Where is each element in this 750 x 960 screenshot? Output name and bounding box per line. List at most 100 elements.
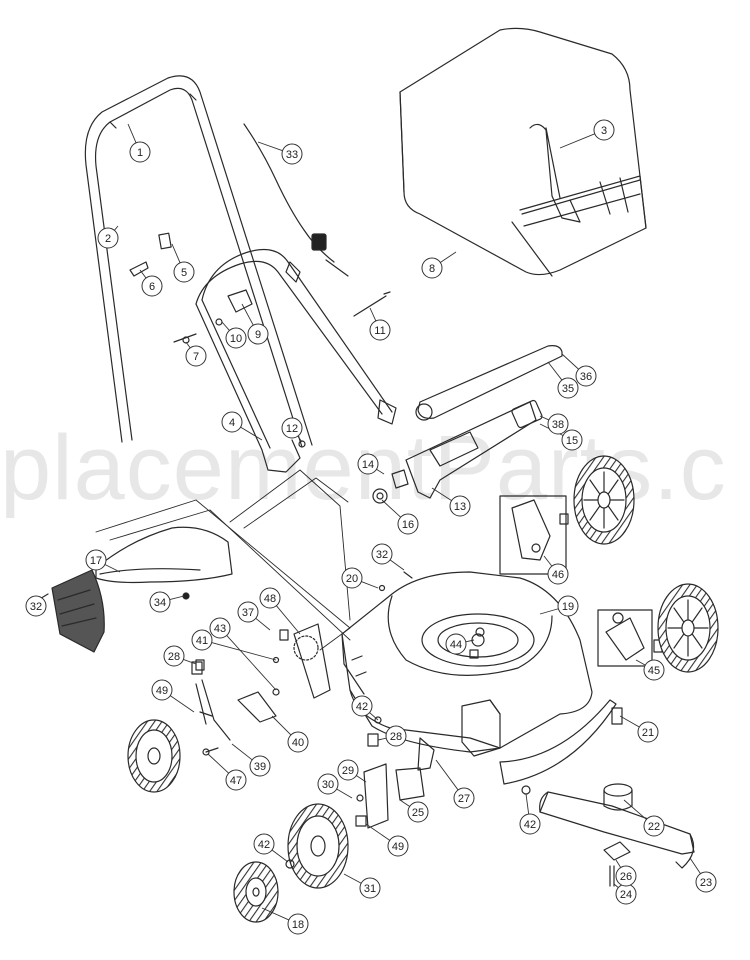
callout-35: 35 — [547, 361, 579, 399]
callout-2: 2 — [97, 225, 119, 249]
callout-7: 7 — [185, 341, 207, 367]
callout-leader — [221, 321, 230, 331]
callout-number: 47 — [230, 775, 242, 787]
callout-number: 5 — [181, 267, 187, 279]
callout-number: 23 — [700, 877, 712, 889]
callout-leader — [276, 605, 301, 635]
wheel-rear-right — [573, 455, 635, 545]
callout-34: 34 — [149, 591, 185, 613]
callout-32a: 32 — [25, 595, 47, 617]
callout-48: 48 — [259, 587, 301, 635]
callout-leader — [271, 849, 289, 863]
callout-43: 43 — [209, 617, 277, 691]
callout-leader — [543, 555, 553, 567]
callout-circle — [337, 759, 359, 781]
callout-13: 13 — [431, 487, 471, 517]
grass-catcher-bag — [399, 27, 647, 277]
rear-left-axle-bracket — [355, 733, 435, 829]
callout-number: 44 — [450, 639, 462, 651]
callout-number: 25 — [412, 807, 424, 819]
callout-24: 24 — [613, 883, 637, 905]
callout-30: 30 — [317, 773, 353, 799]
callout-number: 12 — [286, 423, 298, 435]
callout-circle — [173, 261, 195, 283]
callout-leader — [615, 859, 622, 868]
callout-circle — [615, 865, 637, 887]
callout-number: 7 — [193, 351, 199, 363]
callout-leader — [613, 883, 619, 888]
callout-3: 3 — [559, 119, 615, 149]
callout-number: 1 — [137, 147, 143, 159]
callout-leader — [369, 712, 379, 721]
callout-circle — [237, 601, 259, 623]
callout-8: 8 — [421, 251, 457, 279]
callout-circle — [341, 567, 363, 589]
callout-number: 45 — [648, 665, 660, 677]
callout-leader — [255, 617, 271, 631]
callout-circle — [387, 835, 409, 857]
callout-number: 29 — [342, 765, 354, 777]
callout-leader — [211, 642, 277, 661]
mower-blade — [539, 783, 695, 887]
callout-leader — [169, 695, 195, 713]
callout-leader — [465, 639, 475, 643]
front-height-adjuster — [597, 609, 663, 667]
callout-circle — [225, 327, 247, 349]
callout-19: 19 — [539, 595, 579, 617]
callout-29: 29 — [337, 759, 367, 783]
callout-circle — [225, 769, 247, 791]
callout-circle — [547, 413, 569, 435]
callout-number: 37 — [242, 607, 254, 619]
callout-47: 47 — [207, 753, 247, 791]
callout-circle — [385, 725, 407, 747]
callout-number: 18 — [292, 919, 304, 931]
callout-circle — [453, 787, 475, 809]
callout-leader — [183, 658, 197, 665]
callout-49b: 49 — [365, 823, 409, 857]
callout-circle — [445, 633, 467, 655]
callout-layer: 1234567891011121314151617181920212223242… — [25, 119, 717, 935]
callout-leader — [431, 487, 452, 501]
callout-number: 41 — [196, 635, 208, 647]
callout-number: 22 — [648, 821, 660, 833]
callout-number: 17 — [90, 555, 102, 567]
callout-number: 10 — [230, 333, 242, 345]
callout-circle — [185, 345, 207, 367]
callout-number: 42 — [524, 819, 536, 831]
callout-number: 20 — [346, 573, 358, 585]
hardware — [182, 440, 485, 869]
callout-leader — [185, 341, 191, 349]
callout-leader — [539, 608, 559, 615]
callout-circle — [259, 587, 281, 609]
callout-number: 46 — [552, 569, 564, 581]
callout-12: 12 — [281, 417, 303, 443]
callout-circle — [643, 659, 665, 681]
callout-17: 17 — [85, 549, 121, 573]
callout-leader — [689, 857, 701, 874]
callout-circle — [129, 141, 151, 163]
callout-circle — [85, 549, 107, 571]
callout-36: 36 — [561, 353, 597, 387]
callout-circle — [25, 595, 47, 617]
callout-46: 46 — [543, 555, 569, 585]
rear-shield-bar — [372, 345, 563, 504]
callout-number: 35 — [562, 383, 574, 395]
callout-number: 49 — [156, 685, 168, 697]
callout-circle — [287, 731, 309, 753]
callout-45: 45 — [635, 659, 665, 681]
callout-circle — [407, 801, 429, 823]
callout-leader — [623, 799, 647, 820]
callout-circle — [191, 629, 213, 651]
callout-leader — [114, 225, 119, 231]
callout-circle — [695, 871, 717, 893]
callout-leader — [207, 753, 229, 774]
callout-leader — [226, 635, 277, 691]
callout-31: 31 — [343, 873, 381, 899]
callout-leader — [257, 141, 283, 152]
callout-leader — [104, 564, 121, 573]
callout-leader — [336, 788, 353, 799]
callout-circle — [593, 119, 615, 141]
callout-42a: 42 — [351, 695, 379, 721]
callout-number: 39 — [254, 761, 266, 773]
callout-number: 9 — [255, 329, 261, 341]
